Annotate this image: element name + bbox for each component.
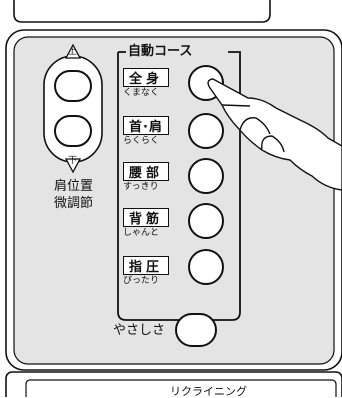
course-name-kubikata: 首·肩 [129, 120, 163, 135]
course-sub-sekisuji: しゃんと [123, 228, 160, 238]
recline-label: リクライニング [170, 385, 247, 398]
shoulder-down-button[interactable] [54, 115, 92, 147]
course-name-zenshin: 全身 [128, 72, 163, 87]
course-label-box-youbu: 腰部 [123, 162, 169, 181]
bottom-inner [25, 379, 337, 397]
course-name-sekisuji: 背筋 [128, 212, 163, 227]
course-sub-kubikata: らくらく [123, 136, 160, 146]
course-sub-shiatsu: ぴったり [123, 276, 160, 286]
course-sub-youbu: すっきり [123, 182, 159, 192]
top-rim [13, 0, 271, 23]
course-label-box-sekisuji: 背筋 [123, 208, 169, 227]
pointing-hand-icon [207, 78, 342, 191]
shoulder-label-line1: 肩位置 [54, 179, 94, 194]
course-button-sekisuji[interactable] [188, 203, 224, 239]
course-button-kubikata[interactable] [188, 113, 224, 149]
course-name-youbu: 腰部 [128, 166, 163, 181]
down-arrow-icon [64, 158, 82, 174]
up-arrow-icon [64, 43, 82, 59]
gentle-label: やさしさ [113, 323, 166, 338]
shoulder-label-line2: 微調節 [54, 196, 94, 211]
course-button-shiatsu[interactable] [188, 249, 224, 285]
gentle-button[interactable] [175, 313, 217, 347]
course-label-box-zenshin: 全身 [123, 68, 169, 87]
auto-course-title: 自動コース [127, 44, 194, 59]
course-button-youbu[interactable] [188, 158, 224, 194]
course-name-shiatsu: 指圧 [128, 260, 163, 275]
course-label-box-shiatsu: 指圧 [123, 256, 169, 275]
down-arrow-label: 下 [68, 156, 78, 166]
course-label-box-kubikata: 首·肩 [123, 116, 169, 135]
shoulder-up-button[interactable] [54, 70, 92, 102]
auto-course-frame [117, 51, 241, 321]
up-arrow-label: 上 [68, 47, 78, 57]
course-sub-zenshin: くまなく [123, 88, 160, 98]
